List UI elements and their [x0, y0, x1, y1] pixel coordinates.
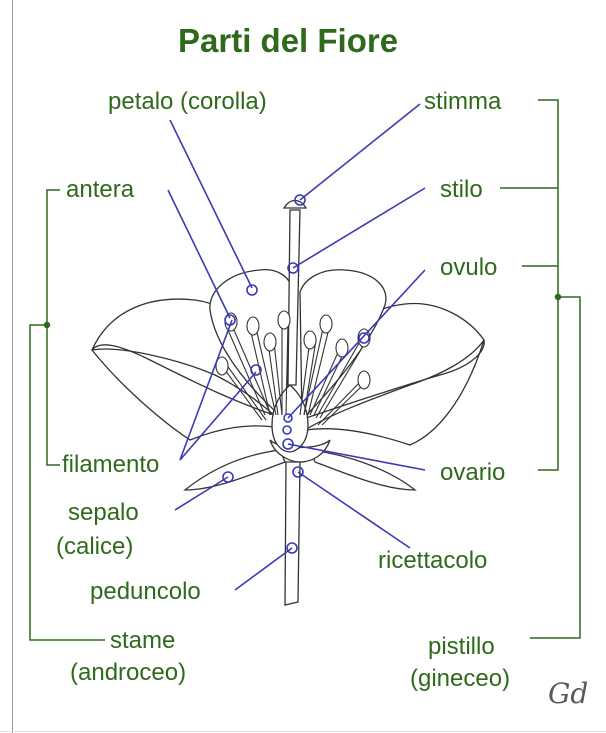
label-stame: stame	[110, 627, 176, 654]
brackets	[29, 99, 581, 641]
label-calice: (calice)	[56, 533, 134, 560]
bottom-frame-border	[0, 731, 606, 732]
label-pistillo: pistillo	[428, 633, 495, 660]
label-ovulo: ovulo	[440, 254, 498, 281]
pointer-lines	[167, 103, 426, 591]
peduncle	[284, 461, 301, 606]
label-petalo: petalo (corolla)	[108, 88, 267, 115]
label-stilo: stilo	[440, 176, 483, 203]
label-ovario: ovario	[440, 459, 506, 486]
author-signature: Gd	[548, 677, 589, 710]
sepal-left	[183, 449, 286, 491]
sepal-right	[308, 449, 417, 491]
stigma	[282, 199, 308, 209]
bracket-pistillo-outer	[530, 296, 581, 639]
pointer-dots	[222, 194, 370, 554]
label-gineceo: (gineceo)	[410, 665, 511, 692]
style	[287, 209, 301, 386]
bracket-pistillo	[538, 99, 559, 471]
label-stimma: stimma	[424, 88, 502, 115]
label-sepalo: sepalo	[68, 499, 139, 526]
petal-back-left	[209, 269, 293, 422]
label-antera: antera	[66, 176, 135, 203]
left-frame-border	[12, 0, 13, 733]
diagram-title: Parti del Fiore	[178, 22, 399, 59]
label-androceo: (androceo)	[70, 659, 187, 686]
label-peduncolo: peduncolo	[90, 578, 201, 605]
bracket-stame-outer	[29, 324, 105, 641]
label-filamento: filamento	[62, 451, 160, 478]
label-ricettacolo: ricettacolo	[378, 547, 488, 574]
